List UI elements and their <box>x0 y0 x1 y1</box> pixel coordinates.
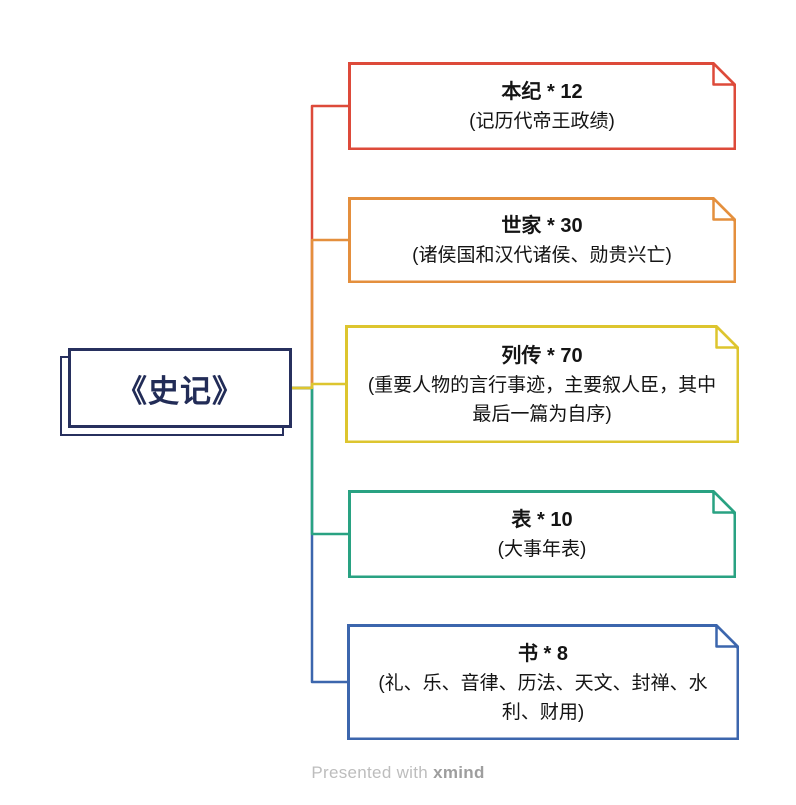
branch-node-biao[interactable]: 表 * 10 (大事年表) <box>348 490 736 578</box>
branch-node-shape <box>345 325 739 443</box>
central-topic[interactable]: 《史记》 <box>68 348 292 428</box>
folded-corner-icon <box>715 325 739 349</box>
branch-title: 书 * 8 <box>517 642 569 665</box>
branch-node-content: 表 * 10 (大事年表) <box>348 490 736 578</box>
folded-corner-icon <box>712 62 736 86</box>
branch-description: (礼、乐、音律、历法、天文、封禅、水利、财用) <box>378 672 708 723</box>
branch-description: (重要人物的言行事迹，主要叙人臣，其中最后一篇为自序) <box>367 374 717 425</box>
branch-node-content: 列传 * 70 (重要人物的言行事迹，主要叙人臣，其中最后一篇为自序) <box>345 325 739 443</box>
branch-title: 世家 * 30 <box>501 215 583 238</box>
branch-node-content: 书 * 8 (礼、乐、音律、历法、天文、封禅、水利、财用) <box>347 624 739 740</box>
branch-description: (诸侯国和汉代诸侯、勋贵兴亡) <box>412 245 672 267</box>
branch-node-content: 世家 * 30 (诸侯国和汉代诸侯、勋贵兴亡) <box>348 197 736 283</box>
xmind-logo: xmind <box>433 763 485 782</box>
branch-node-shape <box>348 490 736 578</box>
folded-corner-icon <box>712 490 736 514</box>
central-topic-label: 《史记》 <box>116 373 244 409</box>
branch-description: (大事年表) <box>497 539 587 561</box>
branch-node-shijia[interactable]: 世家 * 30 (诸侯国和汉代诸侯、勋贵兴亡) <box>348 197 736 283</box>
folded-corner-icon <box>715 624 739 648</box>
branch-title: 表 * 10 <box>511 509 573 532</box>
branch-title: 本纪 * 12 <box>501 81 583 104</box>
branch-node-shu[interactable]: 书 * 8 (礼、乐、音律、历法、天文、封禅、水利、财用) <box>347 624 739 740</box>
watermark-prefix: Presented with <box>311 763 429 782</box>
branch-description: (记历代帝王政绩) <box>469 111 615 133</box>
branch-node-content: 本纪 * 12 (记历代帝王政绩) <box>348 62 736 150</box>
watermark: Presented with xmind <box>0 763 796 783</box>
branch-node-liezhuan[interactable]: 列传 * 70 (重要人物的言行事迹，主要叙人臣，其中最后一篇为自序) <box>345 325 739 443</box>
branch-node-shape <box>348 197 736 283</box>
folded-corner-icon <box>712 197 736 221</box>
branch-node-shape <box>348 62 736 150</box>
branch-node-benji[interactable]: 本纪 * 12 (记历代帝王政绩) <box>348 62 736 150</box>
branch-title: 列传 * 70 <box>501 344 583 367</box>
branch-node-shape <box>347 624 739 740</box>
